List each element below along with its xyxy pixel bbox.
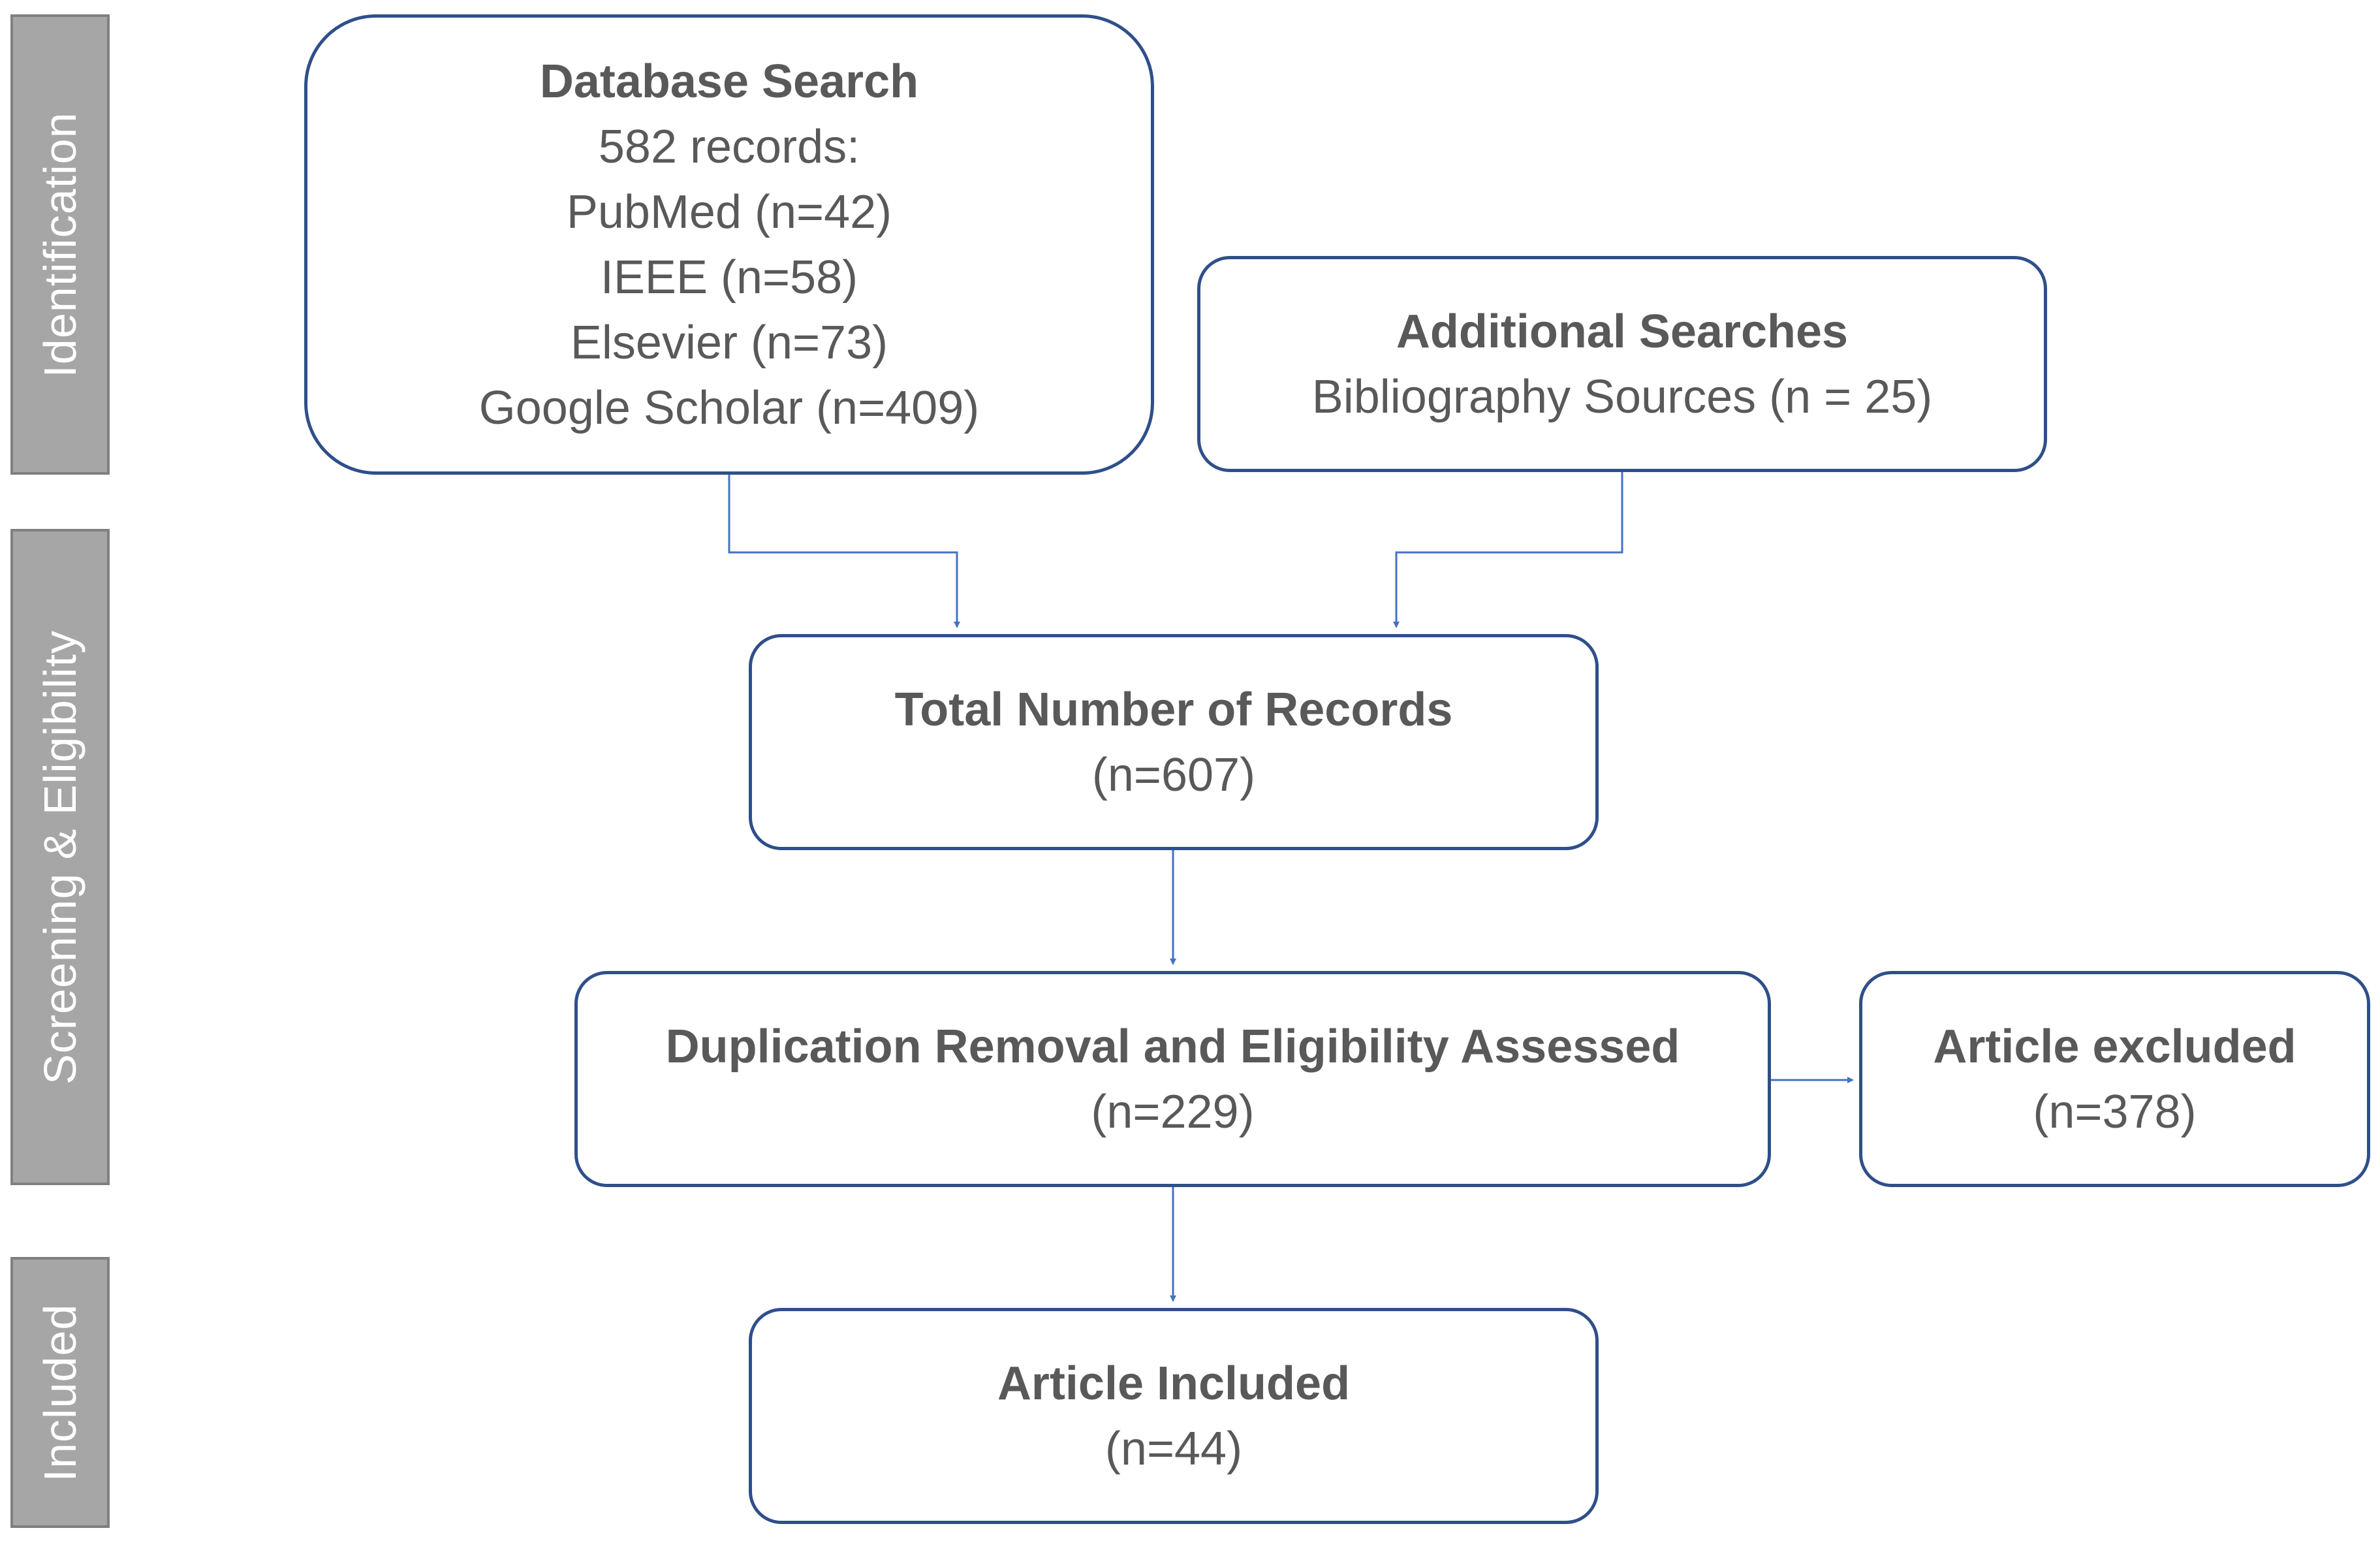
article-excluded-count: (n=378): [2033, 1085, 2197, 1138]
database-search-box: Database Search 582 records: PubMed (n=4…: [304, 14, 1154, 475]
additional-searches-bibliography: Bibliography Sources (n = 25): [1311, 370, 1933, 423]
duplication-removal-count: (n=229): [1091, 1085, 1255, 1138]
phase-identification: Identification: [10, 14, 110, 475]
total-records-title: Total Number of Records: [894, 683, 1453, 736]
connector-database-to-total: [728, 475, 960, 628]
additional-searches-title: Additional Searches: [1396, 305, 1849, 358]
article-included-title: Article Included: [997, 1357, 1351, 1410]
database-search-google-scholar: Google Scholar (n=409): [478, 381, 980, 434]
additional-searches-box: Additional Searches Bibliography Sources…: [1197, 256, 2047, 472]
database-search-elsevier: Elsevier (n=73): [570, 316, 888, 369]
database-search-title: Database Search: [539, 55, 919, 108]
article-excluded-title: Article excluded: [1933, 1020, 2296, 1073]
article-excluded-box: Article excluded (n=378): [1859, 971, 2370, 1187]
total-records-count: (n=607): [1091, 748, 1256, 801]
duplication-removal-box: Duplication Removal and Eligibility Asse…: [574, 971, 1771, 1187]
database-search-total: 582 records:: [598, 120, 860, 173]
duplication-removal-title: Duplication Removal and Eligibility Asse…: [665, 1020, 1680, 1073]
article-included-count: (n=44): [1104, 1422, 1243, 1475]
connector-additional-to-total: [1393, 472, 1623, 628]
article-included-box: Article Included (n=44): [749, 1308, 1599, 1524]
phase-screening-eligibility: Screening & Eligibility: [10, 529, 110, 1185]
database-search-ieee: IEEE (n=58): [600, 251, 858, 304]
phase-included: Included: [10, 1257, 110, 1528]
total-records-box: Total Number of Records (n=607): [749, 634, 1599, 850]
database-search-pubmed: PubMed (n=42): [566, 185, 892, 238]
